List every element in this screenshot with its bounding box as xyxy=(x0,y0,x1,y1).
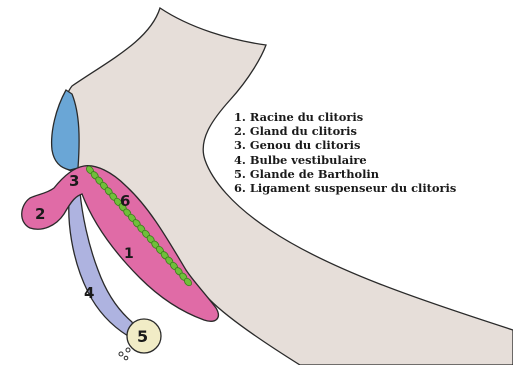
legend-item-2: 2. Gland du clitoris xyxy=(234,124,456,138)
label-1: 1 xyxy=(124,246,134,262)
label-2: 2 xyxy=(35,205,45,223)
pubic-bone xyxy=(52,90,79,170)
gland-droplets xyxy=(119,348,130,360)
label-6: 6 xyxy=(120,192,130,210)
legend-item-1: 1. Racine du clitoris xyxy=(234,110,456,124)
label-4: 4 xyxy=(84,284,94,302)
label-5: 5 xyxy=(137,327,148,346)
legend-item-4: 4. Bulbe vestibulaire xyxy=(234,153,456,167)
label-3: 3 xyxy=(69,172,79,190)
legend-item-6: 6. Ligament suspenseur du clitoris xyxy=(234,181,456,195)
legend: 1. Racine du clitoris 2. Gland du clitor… xyxy=(234,110,456,195)
legend-item-3: 3. Genou du clitoris xyxy=(234,138,456,152)
legend-item-5: 5. Glande de Bartholin xyxy=(234,167,456,181)
